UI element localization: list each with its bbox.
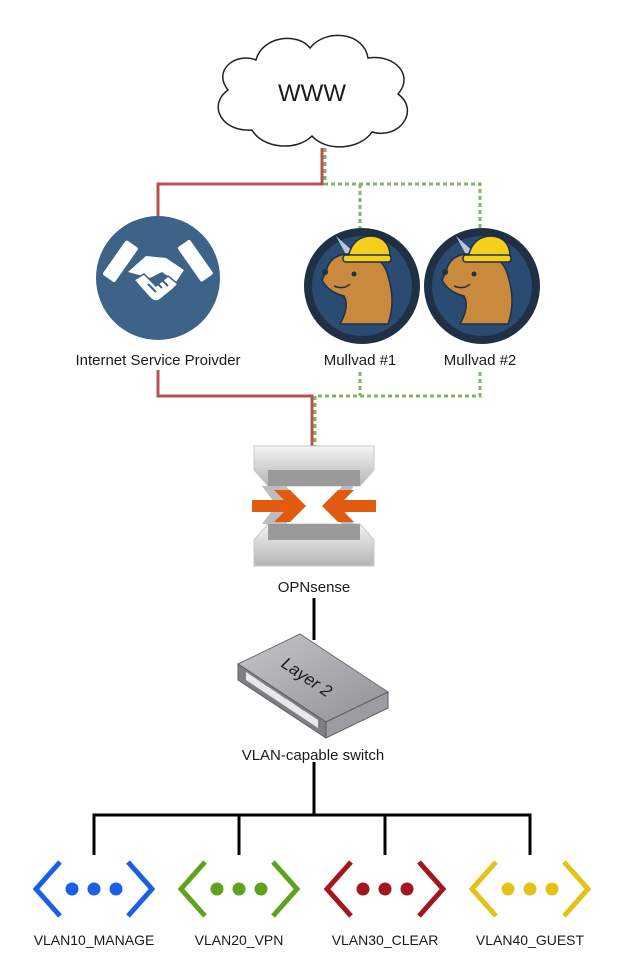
vpn-provider-1: Mullvad #1 xyxy=(304,228,420,369)
connection-lines xyxy=(92,148,532,855)
mullvad-mole-icon xyxy=(441,235,513,325)
vpn-provider-2: Mullvad #2 xyxy=(424,228,540,369)
isp-downlink xyxy=(156,370,314,446)
vlan-40: VLAN40_GUEST xyxy=(468,860,592,948)
vlan-segments: VLAN10_MANAGE VLAN20_VPN VLAN30_CLEAR xyxy=(32,860,592,948)
switch-node: Layer 2 VLAN-capable switch xyxy=(236,633,390,764)
vlan-network-icon xyxy=(323,860,447,918)
vpn-provider-2-label: Mullvad #2 xyxy=(444,352,517,369)
vlan-10: VLAN10_MANAGE xyxy=(32,860,156,948)
vpn-uplink xyxy=(323,148,482,232)
vpn-downlink xyxy=(313,372,482,446)
cloud-icon xyxy=(217,34,409,148)
isp-node: Internet Service Proivder xyxy=(75,216,241,369)
vpn-provider-1-label: Mullvad #1 xyxy=(324,352,397,369)
switch-label: VLAN-capable switch xyxy=(242,747,385,764)
vlan-10-label: VLAN10_MANAGE xyxy=(34,932,155,948)
vlan-20: VLAN20_VPN xyxy=(177,860,301,948)
handshake-icon xyxy=(103,239,213,302)
vlan-network-icon xyxy=(468,860,592,918)
vlan-30-label: VLAN30_CLEAR xyxy=(332,932,439,948)
mullvad-mole-icon xyxy=(321,235,393,325)
vlan-40-label: VLAN40_GUEST xyxy=(476,932,585,948)
vlan-network-icon xyxy=(32,860,156,918)
firewall-node: OPNsense xyxy=(252,445,376,596)
internet-label: WWW xyxy=(278,80,346,107)
vlan-30: VLAN30_CLEAR xyxy=(323,860,447,948)
internet-cloud: WWW xyxy=(217,34,409,148)
layer2-switch-icon xyxy=(236,633,390,739)
isp-label: Internet Service Proivder xyxy=(75,352,240,369)
vlan-bus xyxy=(92,813,532,855)
firewall-label: OPNsense xyxy=(278,579,351,596)
vlan-20-label: VLAN20_VPN xyxy=(195,932,284,948)
isp-uplink xyxy=(156,148,324,218)
opnsense-icon xyxy=(252,445,376,567)
vlan-network-icon xyxy=(177,860,301,918)
